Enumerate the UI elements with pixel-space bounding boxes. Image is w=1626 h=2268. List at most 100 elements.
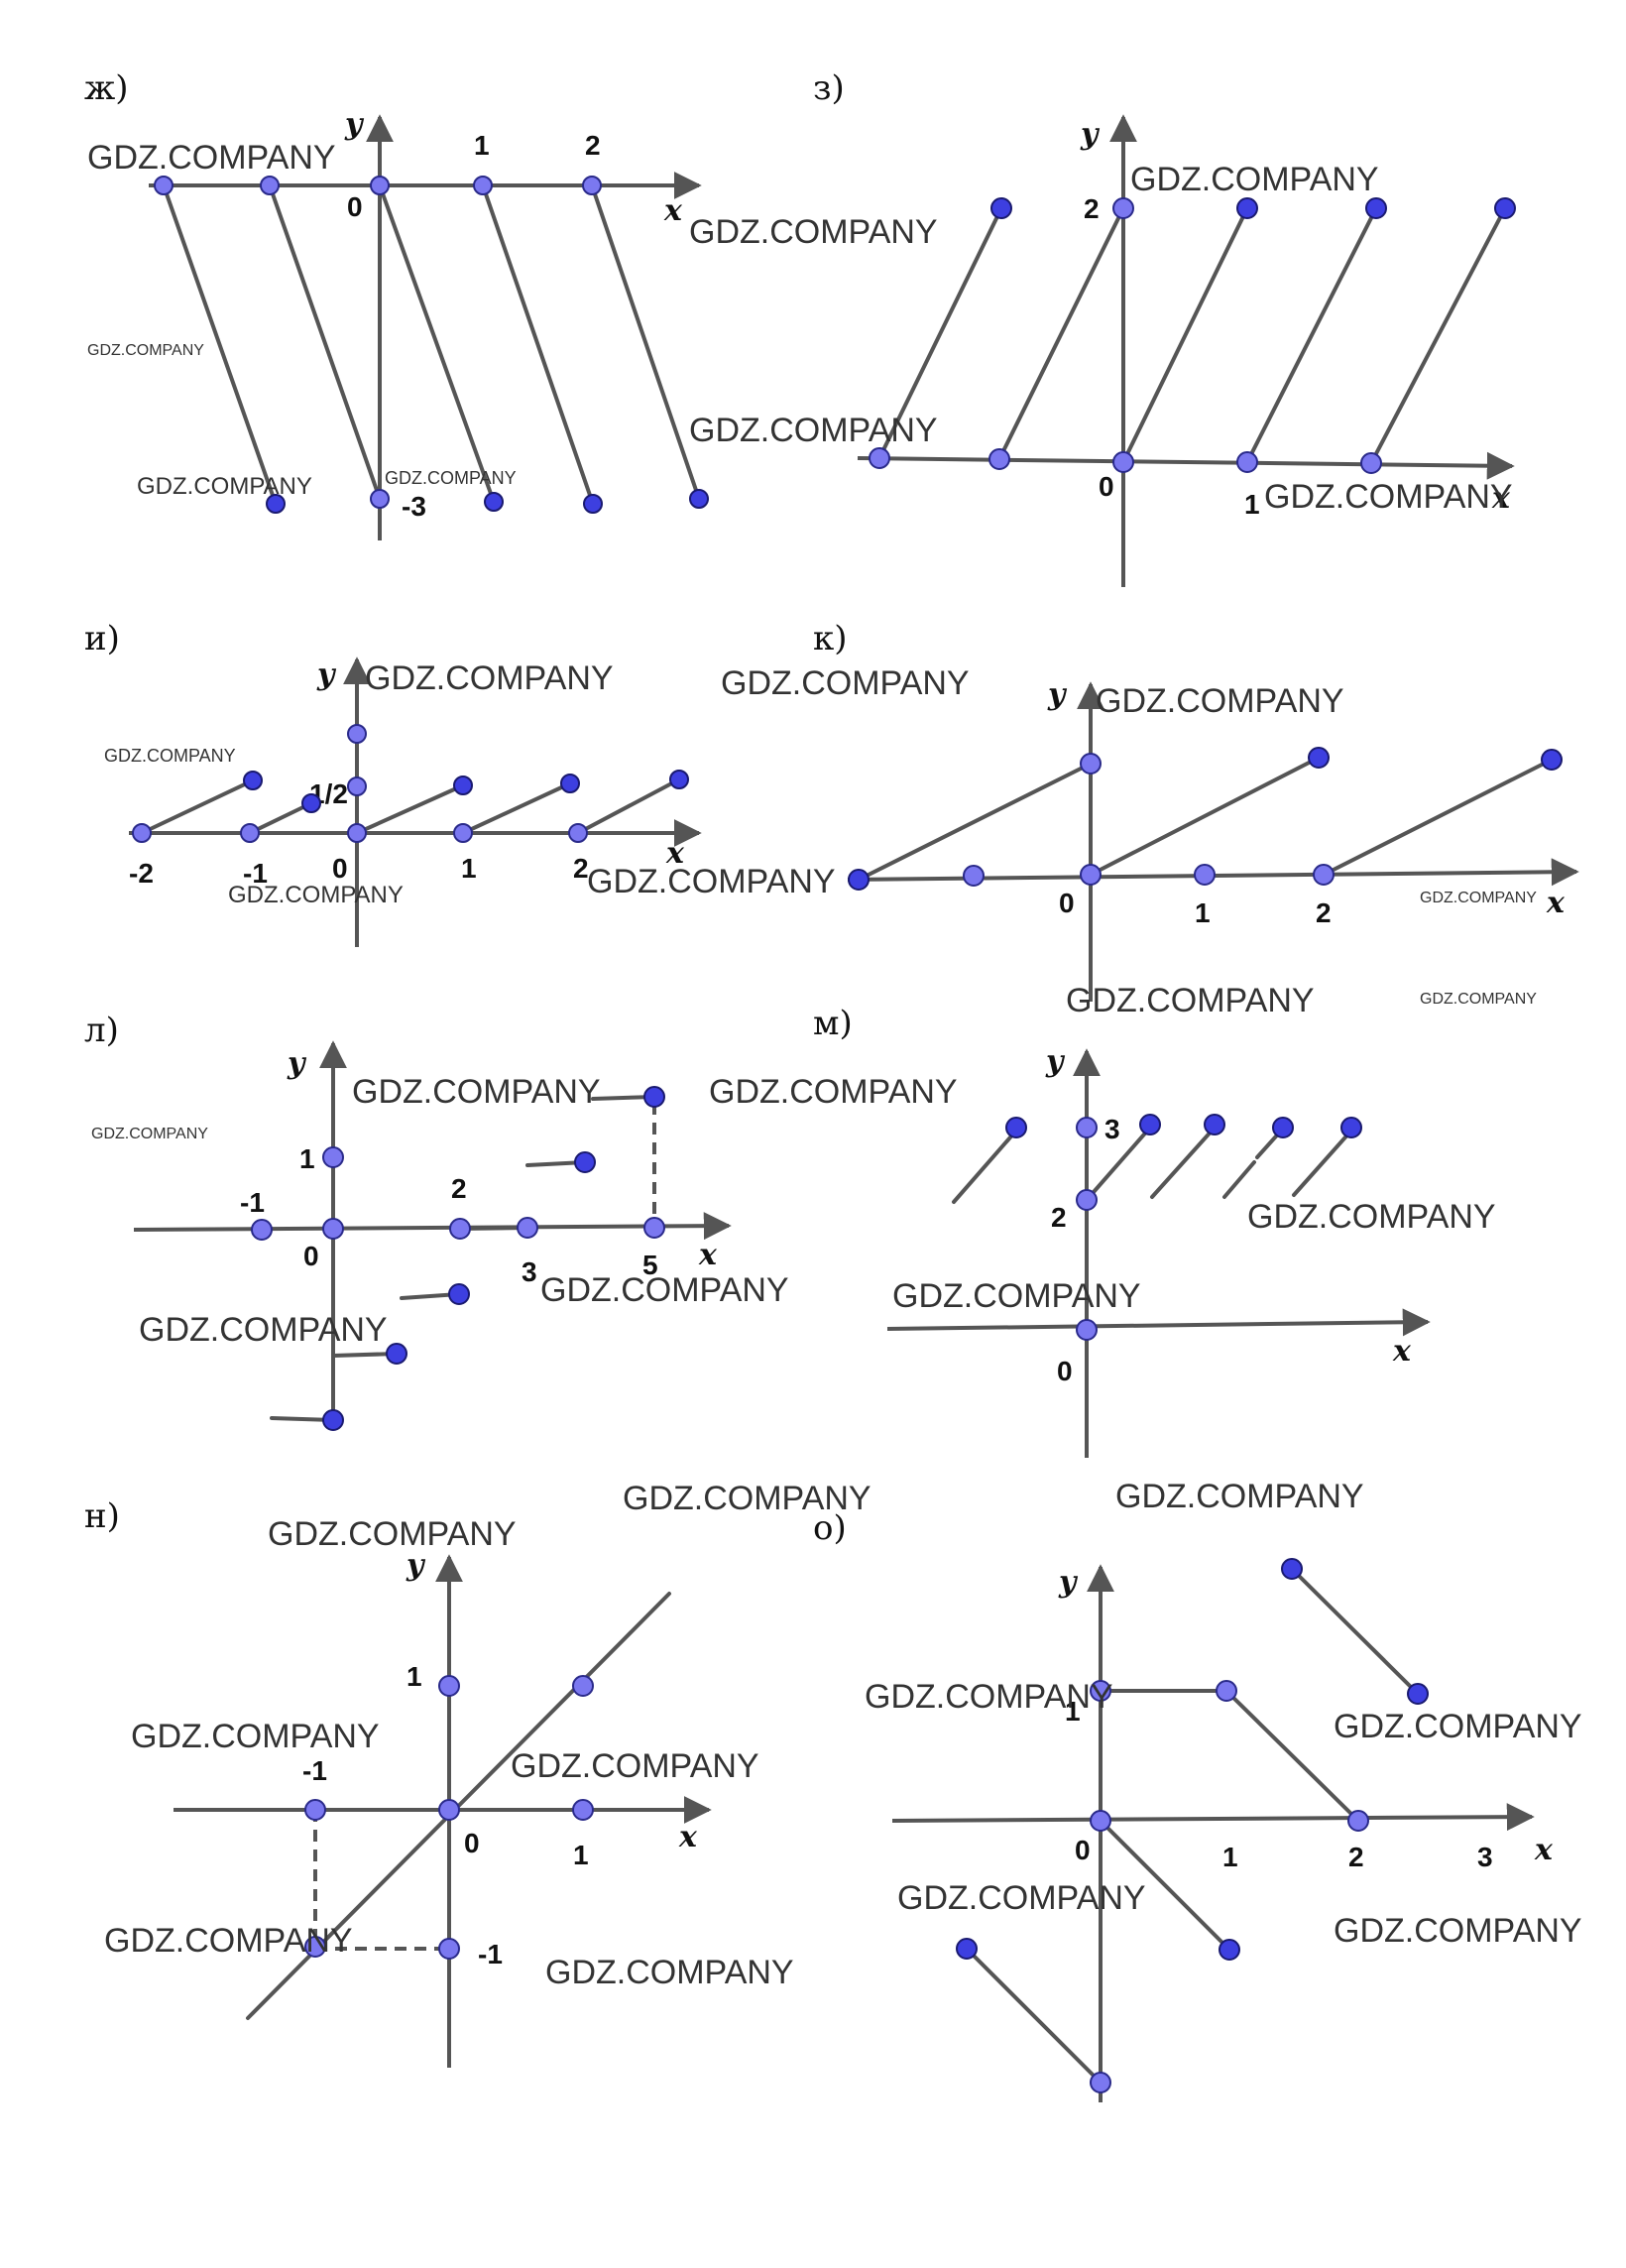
watermarks: GDZ.COMPANY GDZ.COMPANY GDZ.COMPANY GDZ.…	[87, 139, 1582, 1991]
watermark: GDZ.COMPANY	[87, 139, 336, 177]
point	[963, 865, 985, 887]
panel-label: ж)	[84, 68, 129, 108]
x-axis-label: x	[665, 836, 685, 871]
line-segment	[162, 183, 278, 506]
point	[1080, 864, 1102, 886]
tick-label: 2	[1316, 897, 1332, 928]
point	[304, 1799, 326, 1821]
point	[243, 771, 263, 790]
point	[1360, 452, 1382, 474]
x-axis-label: x	[663, 193, 683, 228]
line-segment	[248, 801, 313, 835]
watermark: GDZ.COMPANY	[1420, 991, 1537, 1008]
watermark: GDZ.COMPANY	[511, 1747, 759, 1785]
point	[370, 176, 390, 195]
point	[583, 494, 603, 514]
watermark: GDZ.COMPANY	[268, 1515, 517, 1553]
line-segment	[1089, 756, 1321, 877]
line-segment	[952, 1129, 1018, 1204]
panel-label: л)	[84, 1011, 119, 1050]
point	[988, 448, 1010, 470]
tick-label: 5	[642, 1250, 658, 1280]
point	[301, 793, 321, 813]
point	[322, 1409, 344, 1431]
y-axis-label: y	[287, 1046, 307, 1081]
x-axis-label: x	[1534, 1833, 1554, 1867]
line-segment	[1292, 1129, 1353, 1197]
x-axis	[891, 1803, 1535, 1832]
point	[132, 823, 152, 843]
point	[1112, 197, 1134, 219]
point	[956, 1938, 978, 1960]
tick-label: 0	[332, 853, 348, 884]
line-segment	[965, 1947, 1103, 2085]
tick-label: 0	[1059, 888, 1075, 918]
watermark: GDZ.COMPANY	[1247, 1198, 1496, 1236]
watermark: GDZ.COMPANY	[1066, 982, 1315, 1019]
panel-label: к)	[813, 619, 848, 658]
watermark: GDZ.COMPANY	[131, 1718, 380, 1755]
tick-label: 1	[299, 1143, 315, 1174]
point	[1090, 1680, 1111, 1702]
tick-label: -1	[302, 1755, 327, 1786]
point	[1308, 747, 1330, 769]
x-axis	[857, 451, 1515, 480]
watermark: GDZ.COMPANY	[540, 1271, 789, 1309]
tick-label: 1	[1065, 1696, 1081, 1727]
point	[669, 770, 689, 789]
watermark: GDZ.COMPANY	[91, 1126, 208, 1142]
x-axis-label: x	[1546, 886, 1566, 920]
point	[347, 724, 367, 744]
line-segment	[1369, 206, 1507, 465]
point	[517, 1217, 538, 1239]
point	[643, 1086, 665, 1108]
x-axis-label: x	[698, 1238, 718, 1272]
tick-label: 2	[1084, 193, 1100, 224]
point	[643, 1217, 665, 1239]
tick-label: -2	[129, 858, 154, 889]
point	[322, 1146, 344, 1168]
x-axis	[133, 1212, 732, 1241]
watermark: GDZ.COMPANY	[623, 1480, 871, 1517]
watermark: GDZ.COMPANY	[228, 882, 404, 908]
panel-l: л) y x 1 -1 0 2 3 5	[84, 1011, 732, 1431]
watermark: GDZ.COMPANY	[104, 1922, 353, 1960]
line-segment	[1085, 1126, 1152, 1202]
tick-label: 2	[585, 130, 601, 161]
panel-zh: ж) y x 0 1 2 -3	[84, 68, 709, 540]
line-segment	[481, 183, 595, 506]
tick-label: -1	[243, 858, 268, 889]
watermark: GDZ.COMPANY	[139, 1311, 388, 1349]
tick-label: 1	[1195, 897, 1211, 928]
point	[1090, 1810, 1111, 1832]
point	[1365, 197, 1387, 219]
line-segment	[1150, 1126, 1217, 1199]
point	[453, 823, 473, 843]
line-segment	[576, 777, 681, 835]
point	[1236, 451, 1258, 473]
point	[240, 823, 260, 843]
line-segment	[857, 762, 1093, 882]
tick-label: 0	[1057, 1356, 1073, 1386]
point	[1076, 1319, 1098, 1341]
point	[1347, 1810, 1369, 1832]
point	[848, 869, 870, 891]
watermark: GDZ.COMPANY	[1115, 1478, 1364, 1515]
line-segment	[378, 183, 496, 504]
x-axis-label: x	[1491, 481, 1511, 516]
point	[990, 197, 1012, 219]
panel-label: з)	[813, 68, 845, 108]
watermark: GDZ.COMPANY	[1334, 1708, 1582, 1745]
point	[453, 776, 473, 795]
point	[438, 1938, 460, 1960]
panel-label: м)	[813, 1004, 853, 1043]
line-segment	[1099, 1819, 1231, 1952]
line-segment	[458, 1226, 529, 1231]
point	[1112, 451, 1134, 473]
panel-label: о)	[813, 1508, 847, 1548]
point	[322, 1218, 344, 1240]
point	[1407, 1683, 1429, 1705]
watermark: GDZ.COMPANY	[365, 659, 614, 697]
tick-label: -3	[402, 491, 426, 522]
